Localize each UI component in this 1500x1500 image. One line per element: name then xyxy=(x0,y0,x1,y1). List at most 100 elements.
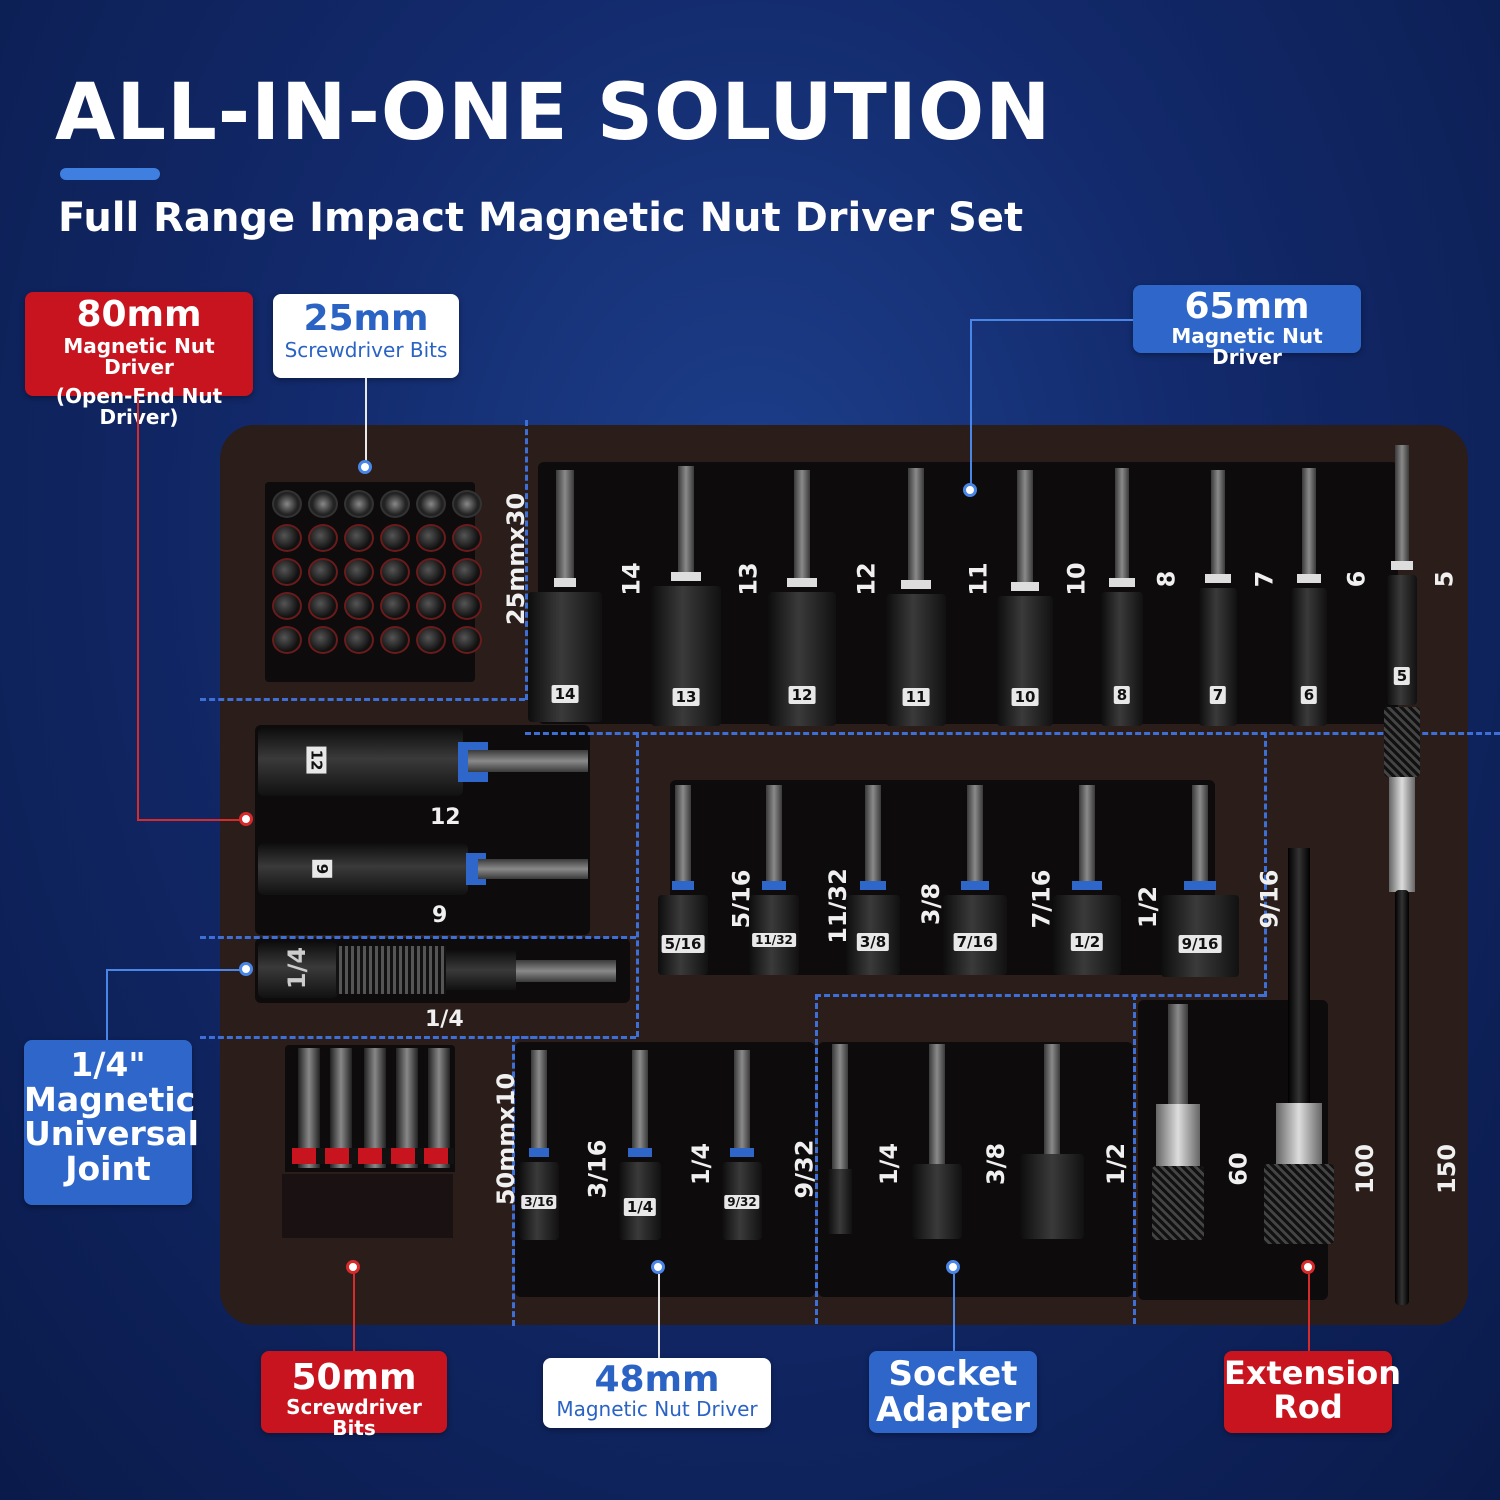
joint-size-label: 1/4 xyxy=(425,1007,464,1032)
callout-dot xyxy=(346,1260,360,1274)
divider xyxy=(815,994,818,1324)
screw-bit xyxy=(452,592,482,620)
torx-bit xyxy=(272,490,302,518)
adapter-label-1-2: 1/2 xyxy=(1102,1142,1131,1186)
screw-bit xyxy=(416,592,446,620)
size-label-12: 12 xyxy=(852,562,881,596)
nut-driver-7-16: 7/16 xyxy=(942,785,1008,977)
size-label-1-2: 1/2 xyxy=(1134,885,1163,929)
screw-bit xyxy=(452,626,482,654)
callout-dot xyxy=(239,812,253,826)
callout-dot xyxy=(1301,1260,1315,1274)
screw-bit xyxy=(452,524,482,552)
screw-bit xyxy=(344,626,374,654)
callout-dot xyxy=(239,962,253,976)
nut-driver-11-32: 11/32 xyxy=(748,785,800,977)
callout-dot xyxy=(963,483,977,497)
divider xyxy=(1133,994,1136,1324)
bit50 xyxy=(396,1048,418,1168)
size-label-7: 7 xyxy=(1250,570,1279,588)
bit50 xyxy=(298,1048,320,1168)
screw-bit xyxy=(272,626,302,654)
callout-dot xyxy=(651,1260,665,1274)
torx-bit xyxy=(416,490,446,518)
size-label-10: 10 xyxy=(1062,562,1091,596)
size-label-1-4-small: 1/4 xyxy=(687,1142,716,1186)
screw-bit xyxy=(416,558,446,586)
ext-label-60: 60 xyxy=(1224,1152,1253,1186)
size-label-3-8: 3/8 xyxy=(917,882,946,926)
callout-48mm-nut-driver: 48mm Magnetic Nut Driver xyxy=(543,1358,771,1428)
torx-bit xyxy=(344,490,374,518)
page-subtitle: Full Range Impact Magnetic Nut Driver Se… xyxy=(58,195,1024,241)
screw-bit xyxy=(272,592,302,620)
open-end-label-12: 12 xyxy=(430,805,461,830)
divider xyxy=(525,420,528,700)
adapter-label-3-8: 3/8 xyxy=(982,1142,1011,1186)
screw-bit xyxy=(380,592,410,620)
screw-bit xyxy=(272,558,302,586)
screw-bit xyxy=(308,592,338,620)
nut-driver-10: 10 xyxy=(995,470,1055,730)
adapter-label-1-4: 1/4 xyxy=(875,1142,904,1186)
size-label-14: 14 xyxy=(617,562,646,596)
divider xyxy=(200,1036,636,1039)
size-label-5: 5 xyxy=(1430,570,1459,588)
bit50 xyxy=(428,1048,450,1168)
screw-bit xyxy=(308,626,338,654)
torx-bit xyxy=(380,490,410,518)
nut-driver-3-16: 3/16 xyxy=(518,1050,560,1240)
screw-bit xyxy=(308,524,338,552)
bits25-count: 25mmx30 xyxy=(502,492,531,626)
nut-driver-1-4-small: 1/4 xyxy=(618,1050,662,1240)
divider xyxy=(525,732,1500,735)
adapter-well xyxy=(818,1042,1133,1297)
extension-rod-100 xyxy=(1264,848,1334,1244)
screw-bit xyxy=(380,558,410,586)
universal-joint: 1/4 xyxy=(258,942,618,1000)
ext-label-150: 150 xyxy=(1433,1143,1462,1195)
callout-dot xyxy=(358,460,372,474)
callout-extension-rod: Extension Rod xyxy=(1224,1351,1401,1433)
open-end-driver-9: 9 xyxy=(258,843,588,898)
bit50 xyxy=(364,1048,386,1168)
screw-bit xyxy=(416,626,446,654)
callout-dot xyxy=(946,1260,960,1274)
title-underline xyxy=(60,168,160,180)
adapter-3-8 xyxy=(912,1044,962,1239)
size-label-8: 8 xyxy=(1152,570,1181,588)
small-well xyxy=(515,1042,815,1297)
screw-bit xyxy=(344,524,374,552)
nut-driver-7: 7 xyxy=(1198,470,1238,730)
divider xyxy=(512,1036,515,1326)
size-label-11: 11 xyxy=(964,562,993,596)
divider xyxy=(815,994,1264,997)
size-label-9-32: 9/32 xyxy=(790,1139,819,1199)
screw-bit xyxy=(344,592,374,620)
extension-rod-60 xyxy=(1152,1004,1204,1240)
open-end-driver-12: 12 xyxy=(258,728,588,798)
adapter-1-2 xyxy=(1020,1044,1084,1239)
bit50 xyxy=(330,1048,352,1168)
nut-driver-13: 13 xyxy=(650,466,722,731)
divider xyxy=(200,698,525,701)
callout-25mm-bits: 25mm Screwdriver Bits xyxy=(273,294,459,378)
size-label-6: 6 xyxy=(1342,570,1371,588)
callout-socket-adapter: Socket Adapter xyxy=(869,1351,1037,1433)
nut-driver-11: 11 xyxy=(885,468,947,730)
bits25-grid xyxy=(272,490,482,654)
page-title: ALL-IN-ONE SOLUTION xyxy=(55,68,1052,158)
callout-50mm-bits: 50mm Screwdriver Bits xyxy=(261,1351,447,1438)
nut-driver-9-16: 9/16 xyxy=(1160,785,1240,977)
screw-bit xyxy=(452,558,482,586)
ext-label-100: 100 xyxy=(1351,1143,1380,1195)
screw-bit xyxy=(308,558,338,586)
size-label-13: 13 xyxy=(734,562,763,596)
nut-driver-12: 12 xyxy=(767,470,837,730)
divider xyxy=(512,1036,636,1039)
screw-bit xyxy=(380,626,410,654)
divider xyxy=(200,936,636,939)
screw-bit xyxy=(344,558,374,586)
callout-universal-joint: 1/4" Magnetic Universal Joint xyxy=(24,1040,199,1205)
screw-bit xyxy=(416,524,446,552)
